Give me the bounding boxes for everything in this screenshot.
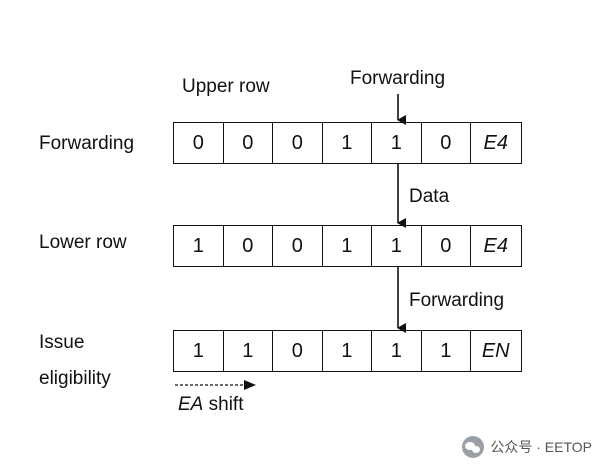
- forwarding-register: 0 0 0 1 1 0 E4: [173, 122, 522, 164]
- shift-text: shift: [203, 394, 244, 415]
- upper-row-label: Upper row: [182, 76, 270, 97]
- issue-register: 1 1 0 1 1 1 EN: [173, 330, 522, 372]
- lower-cell-tag: E4: [483, 234, 508, 257]
- forwarding-row-label: Forwarding: [39, 133, 135, 154]
- forwarding-top-label: Forwarding: [350, 68, 446, 89]
- ea-shift-label: EA shift: [178, 394, 243, 416]
- issue-cell: 0: [273, 331, 323, 371]
- issue-cell: 1: [174, 331, 224, 371]
- forwarding-cell: 0: [224, 123, 273, 163]
- forwarding-cell: 1: [372, 123, 422, 163]
- issue-cell: 1: [323, 331, 372, 371]
- watermark: 公众号 · EETOP: [462, 436, 592, 458]
- lower-cell: 0: [422, 226, 471, 266]
- forwarding-mid-label: Forwarding: [409, 290, 505, 311]
- forwarding-cell: 0: [174, 123, 224, 163]
- ea-text: EA: [178, 394, 204, 415]
- forwarding-cell: 0: [273, 123, 323, 163]
- issue-cell: 1: [224, 331, 273, 371]
- lower-cell: 0: [224, 226, 273, 266]
- data-label: Data: [409, 186, 450, 207]
- lower-cell: 1: [372, 226, 422, 266]
- issue-cell: 1: [372, 331, 422, 371]
- lower-cell: 0: [273, 226, 323, 266]
- forwarding-cell: 0: [422, 123, 471, 163]
- forwarding-cell-tag: E4: [483, 131, 508, 154]
- issue-cell: 1: [422, 331, 471, 371]
- eligibility-label: eligibility: [39, 368, 111, 389]
- issue-cell-tag: EN: [481, 339, 510, 362]
- lower-cell: 1: [323, 226, 372, 266]
- lower-row-label: Lower row: [39, 232, 127, 253]
- watermark-text: 公众号 · EETOP: [490, 439, 592, 455]
- lower-cell: 1: [174, 226, 224, 266]
- forwarding-cell: 1: [323, 123, 372, 163]
- lower-register: 1 0 0 1 1 0 E4: [173, 225, 522, 267]
- issue-label: Issue: [39, 332, 85, 353]
- wechat-icon: [462, 436, 485, 458]
